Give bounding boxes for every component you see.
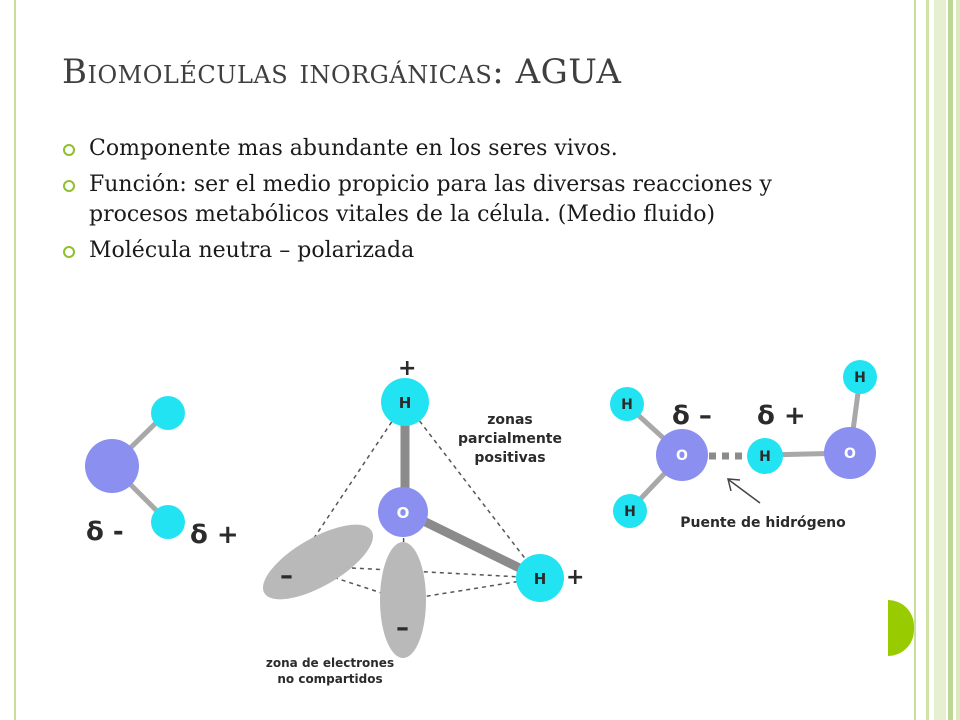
- bullet-item: Componente mas abundante en los seres vi…: [62, 134, 842, 164]
- center-plus-right: +: [566, 565, 584, 590]
- bullet-item: Función: ser el medio propicio para las …: [62, 170, 842, 230]
- electron-lobe-bottom: [380, 542, 426, 658]
- zones-electrons-line-2: no compartidos: [277, 672, 382, 686]
- right-h-label: H: [759, 449, 771, 465]
- left-hydrogen-top: [151, 396, 185, 430]
- bond-arrow-icon: [728, 479, 761, 504]
- right-o-label: O: [676, 448, 688, 464]
- center-plus-top: +: [398, 356, 416, 381]
- bullet-text: Molécula neutra – polarizada: [89, 238, 415, 263]
- slide-title: Biomoléculas inorgánicas: AGUA: [62, 52, 622, 92]
- bullet-icon: [63, 246, 75, 258]
- right-oxygen-left: [656, 429, 708, 481]
- bullet-icon: [63, 180, 75, 192]
- hydrogen-bond-caption: Puente de hidrógeno: [680, 515, 846, 531]
- right-h-label: H: [854, 370, 866, 386]
- left-water-molecule: δ - δ +: [85, 396, 239, 550]
- left-oxygen-atom: [85, 439, 139, 493]
- right-hydrogen-bridge: [747, 438, 783, 474]
- right-oxygen-right: [824, 427, 876, 479]
- right-hydrogen-right-top: [843, 360, 877, 394]
- arrowhead-icon: [727, 478, 741, 492]
- right-hydrogen-left-top: [610, 387, 644, 421]
- tetra-edge: [404, 401, 541, 579]
- bullet-text: Componente mas abundante en los seres vi…: [89, 136, 618, 161]
- center-h-right-label: H: [534, 570, 547, 588]
- decorative-side-bars: [926, 0, 960, 720]
- center-bond-right: [403, 507, 542, 583]
- center-minus-left: –: [280, 561, 293, 591]
- right-h-label: H: [624, 504, 636, 520]
- left-delta-minus: δ -: [86, 517, 124, 547]
- center-hydrogen-right: [516, 554, 564, 602]
- right-o-label: O: [844, 446, 856, 462]
- right-delta-minus: δ –: [672, 401, 712, 431]
- zones-positive-line-2: parcialmente: [458, 431, 562, 447]
- bullet-list: Componente mas abundante en los seres vi…: [62, 134, 842, 272]
- right-hydrogen-left-bottom: [613, 494, 647, 528]
- center-minus-bottom: –: [396, 613, 409, 643]
- center-tetrahedral-model: + H O H + – – zonas parcialmente positiv…: [262, 356, 584, 686]
- center-h-top-label: H: [399, 394, 412, 412]
- left-delta-plus: δ +: [190, 520, 239, 550]
- bullet-text: Función: ser el medio propicio para las …: [89, 172, 772, 227]
- left-hydrogen-bottom: [151, 505, 185, 539]
- center-o-label: O: [397, 504, 410, 522]
- zones-positive-line-1: zonas: [487, 412, 533, 428]
- bullet-item: Molécula neutra – polarizada: [62, 236, 842, 266]
- right-h-label: H: [621, 397, 633, 413]
- center-oxygen-atom: [378, 487, 428, 537]
- bullet-icon: [63, 144, 75, 156]
- electron-lobe-left: [262, 524, 374, 600]
- right-delta-plus: δ +: [757, 401, 806, 431]
- slide-frame: [14, 0, 916, 720]
- zones-electrons-line-1: zona de electrones: [266, 656, 394, 670]
- center-hydrogen-top: [381, 378, 429, 426]
- right-hydrogen-bond-diagram: H H O H O H δ – δ + Puente de hidrógeno: [610, 360, 877, 531]
- zones-positive-line-3: positivas: [474, 450, 545, 466]
